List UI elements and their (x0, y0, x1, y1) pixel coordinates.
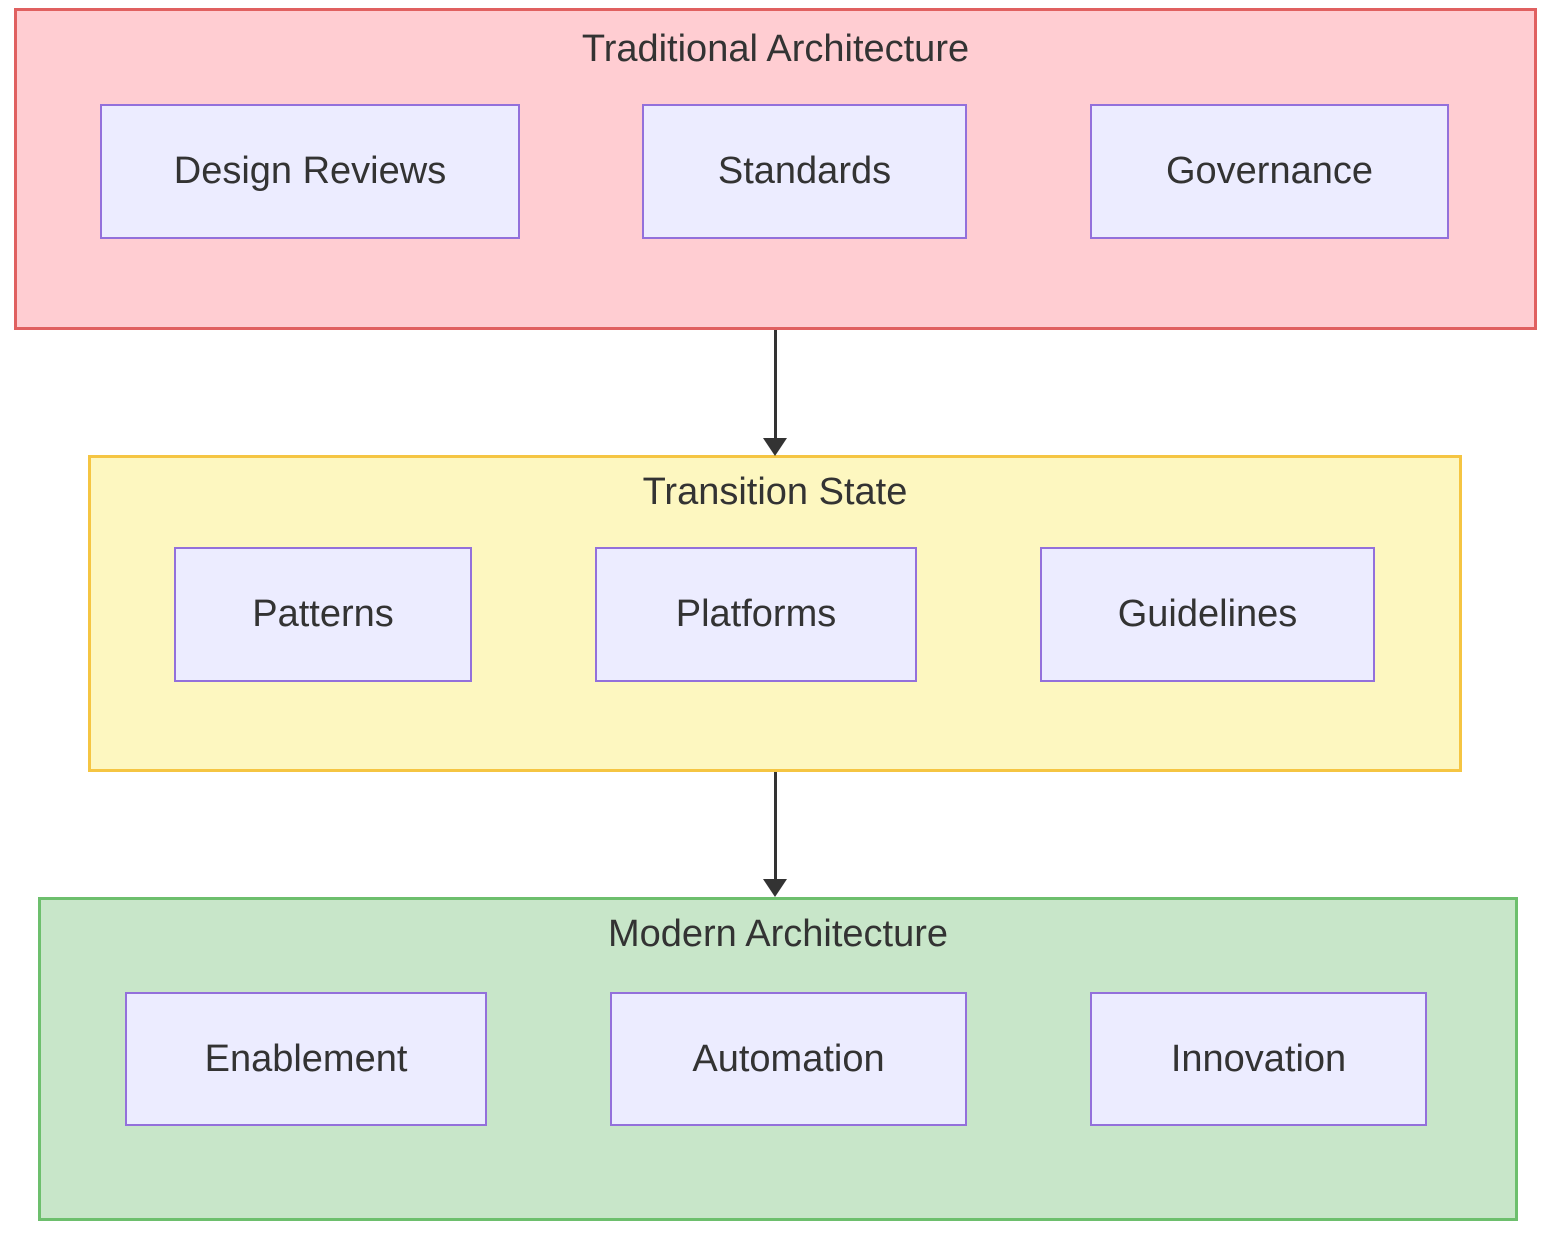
subgraph-title-transition: Transition State (642, 471, 908, 513)
node-enablement: Enablement (125, 992, 487, 1126)
arrow-line (774, 330, 777, 439)
node-patterns: Patterns (174, 547, 472, 682)
node-platforms: Platforms (595, 547, 917, 682)
arrow-line (774, 772, 777, 880)
node-automation: Automation (610, 992, 967, 1126)
subgraph-title-traditional: Traditional Architecture (581, 28, 970, 70)
arrowhead-down-icon (763, 879, 787, 897)
node-innovation: Innovation (1090, 992, 1427, 1126)
node-design-reviews: Design Reviews (100, 104, 520, 239)
node-standards: Standards (642, 104, 967, 239)
node-guidelines: Guidelines (1040, 547, 1375, 682)
node-governance: Governance (1090, 104, 1449, 239)
arrowhead-down-icon (763, 438, 787, 456)
subgraph-title-modern: Modern Architecture (607, 913, 949, 955)
